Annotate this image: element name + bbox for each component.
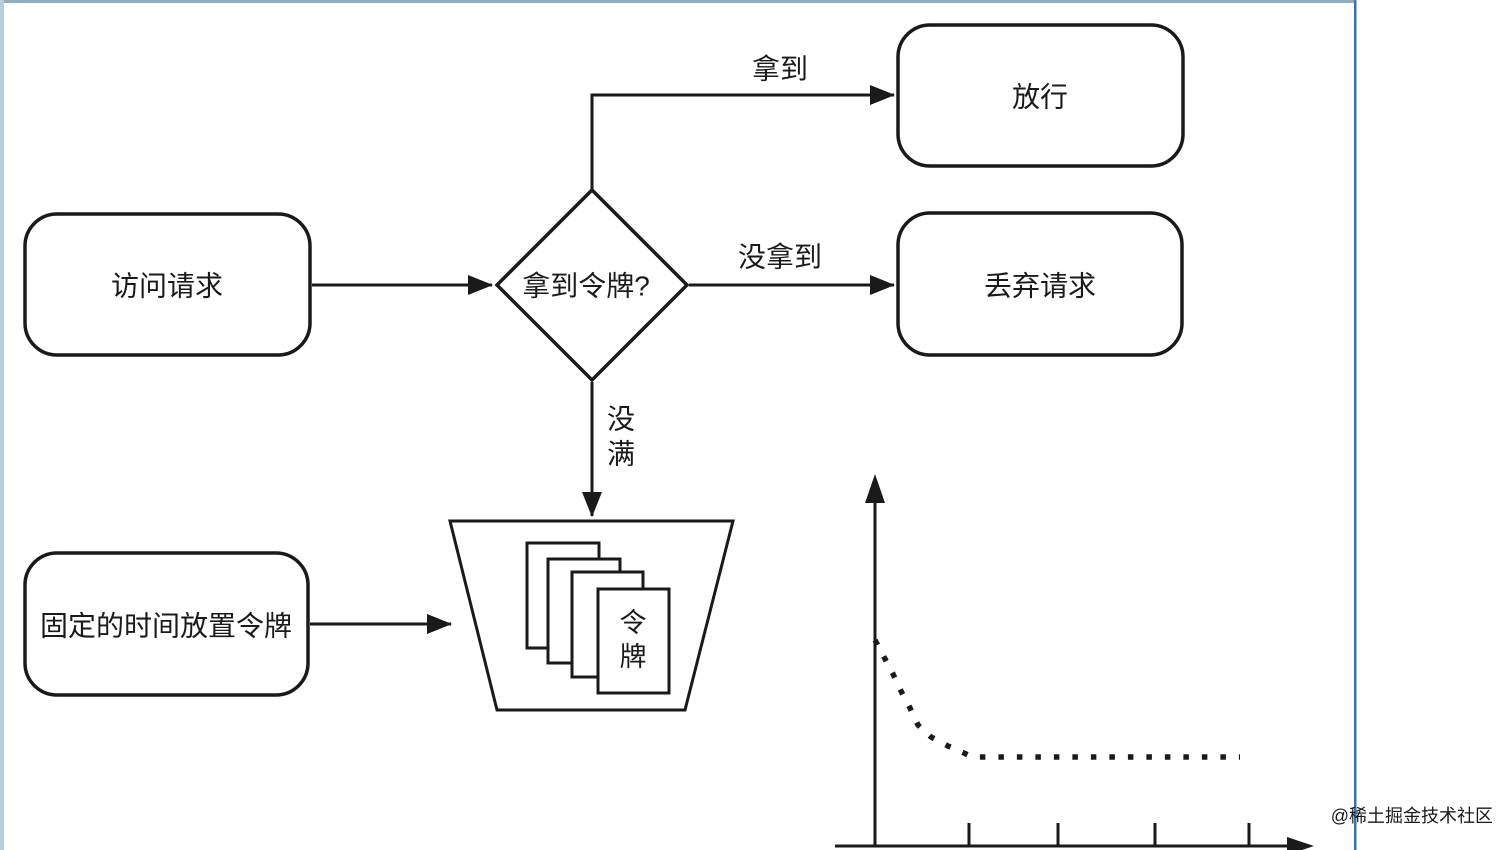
chart-x-axis-arrowhead: [1287, 837, 1314, 850]
node-access-request-label: 访问请求: [111, 271, 223, 302]
edge-label-not-full: 没 满: [607, 404, 635, 470]
node-pass: 放行: [896, 23, 1185, 168]
node-refill-shape: [23, 551, 310, 697]
edge-decision-to-pass: [590, 85, 895, 190]
node-refill-label: 固定的时间放置令牌: [40, 611, 292, 642]
token-card-label-line1: 令: [620, 608, 647, 638]
svg-text:没: 没: [607, 404, 635, 435]
node-discard-label: 丢弃请求: [984, 271, 1096, 302]
chart-y-axis-arrowhead: [865, 474, 885, 503]
watermark-text: @稀土掘金技术社区: [1331, 806, 1493, 826]
node-decision-shape: [494, 187, 690, 383]
node-refill-tokens: 固定的时间放置令牌: [23, 551, 310, 697]
node-decision-got-token: 拿到令牌?: [494, 187, 690, 383]
token-card-front: [596, 587, 671, 695]
frame-top-border: [0, 0, 1356, 3]
svg-text:满: 满: [607, 439, 635, 470]
token-bucket: 令 牌: [448, 519, 735, 712]
frame-left-border: [0, 0, 4, 850]
frame-right-border: [1354, 0, 1357, 850]
node-discard-request: 丢弃请求: [896, 211, 1184, 357]
node-pass-shape: [896, 23, 1185, 168]
edge-label-not-got: 没拿到: [738, 242, 822, 273]
node-access-request-shape: [23, 212, 312, 357]
node-decision-label: 拿到令牌?: [522, 271, 650, 302]
edge-label-got: 拿到: [752, 54, 808, 85]
token-card-label-line2: 牌: [620, 642, 647, 672]
node-discard-shape: [896, 211, 1184, 357]
node-pass-label: 放行: [1012, 82, 1068, 113]
mini-chart: [835, 474, 1314, 850]
chart-curve: [872, 638, 1240, 760]
node-access-request: 访问请求: [23, 212, 312, 357]
